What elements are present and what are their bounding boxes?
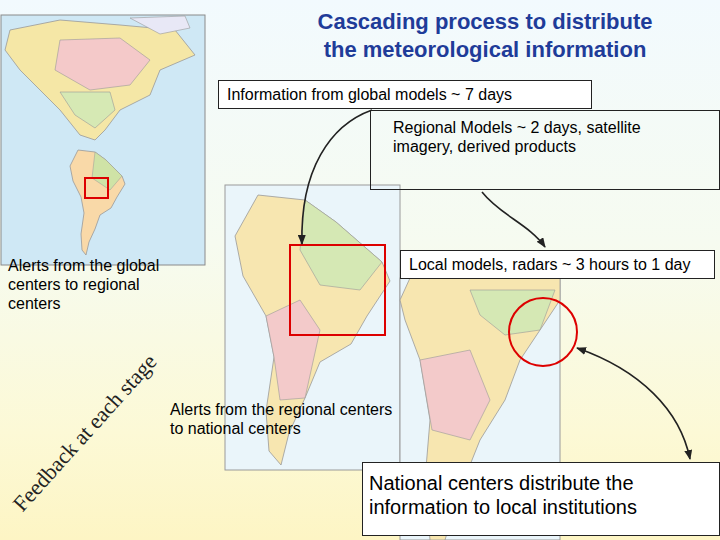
country-patch xyxy=(60,92,115,128)
country-patch xyxy=(420,350,490,440)
box-text: National centers distribute the informat… xyxy=(369,471,713,519)
box-text: Local models, radars ~ 3 hours to 1 day xyxy=(409,255,706,274)
national-centers-box: National centers distribute the informat… xyxy=(362,462,720,536)
world-map-panel xyxy=(1,15,205,265)
feedback-note: Feedback at each stage xyxy=(5,346,165,519)
country-patch xyxy=(55,38,150,90)
alert-note: Alerts from the global centers to region… xyxy=(8,256,193,313)
north-america xyxy=(5,20,195,140)
global-models-box: Information from global models ~ 7 days xyxy=(218,80,592,109)
box-text: Regional Models ~ 2 days, satellite imag… xyxy=(393,118,697,156)
cascade-arrow xyxy=(482,192,545,247)
country-patch xyxy=(266,300,320,400)
region-marker xyxy=(290,245,385,335)
regional-models-box: Regional Models ~ 2 days, satellite imag… xyxy=(370,110,720,190)
cascade-arrow xyxy=(302,110,372,244)
south-america xyxy=(70,150,125,255)
region-marker xyxy=(509,298,577,366)
cascade-arrow xyxy=(577,348,690,459)
box-text: Information from global models ~ 7 days xyxy=(227,85,583,104)
slide-title: Cascading process to distribute the mete… xyxy=(300,8,670,64)
greenland xyxy=(130,16,190,34)
country-patch xyxy=(470,290,555,335)
region-marker xyxy=(85,178,108,198)
alert-note: Alerts from the regional centers to nati… xyxy=(170,400,410,438)
local-models-box: Local models, radars ~ 3 hours to 1 day xyxy=(400,250,715,279)
